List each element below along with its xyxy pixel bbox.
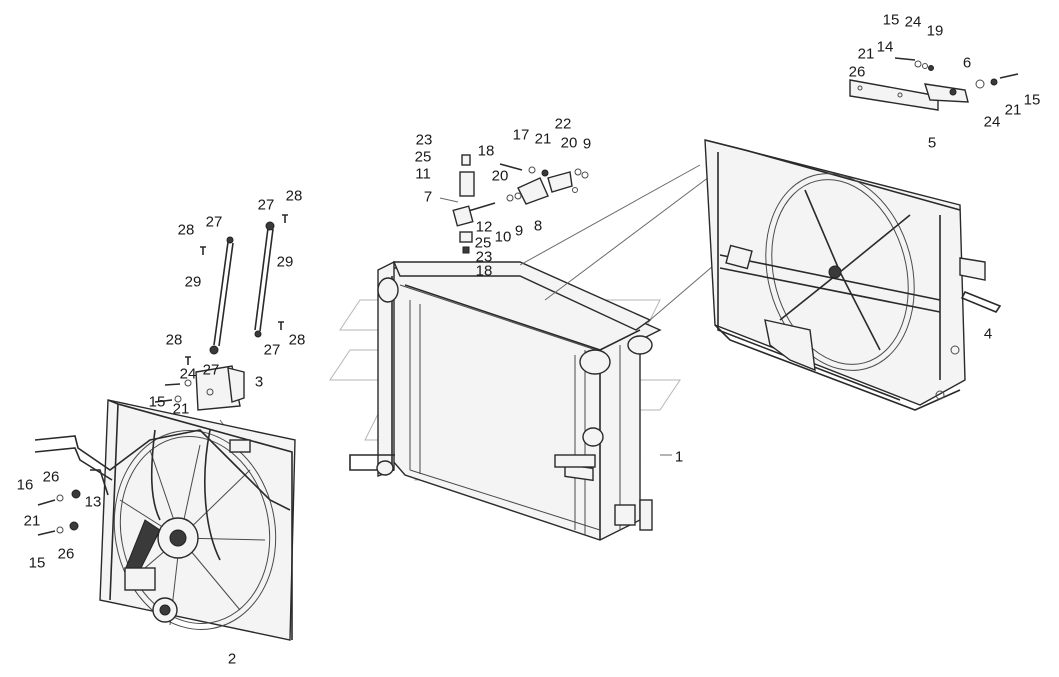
callout-22: 22 [554, 115, 572, 133]
callout-27-rod-right: 27 [257, 196, 275, 214]
callout-21-left: 21 [23, 512, 41, 530]
radiator-core [349, 260, 662, 541]
callout-25-top: 25 [414, 148, 432, 166]
callout-2: 2 [227, 650, 237, 668]
callout-29-right: 29 [276, 253, 294, 271]
callout-8: 8 [533, 217, 543, 235]
callout-20-left: 20 [491, 167, 509, 185]
callout-27-lower-right: 27 [263, 341, 281, 359]
callout-4: 4 [983, 325, 993, 343]
callout-28-lower-right: 28 [288, 331, 306, 349]
callout-15-mid: 15 [148, 393, 166, 411]
callout-7: 7 [423, 188, 433, 206]
callout-21-mid: 21 [172, 400, 190, 418]
callout-28-bracket: 28 [165, 331, 183, 349]
center-hardware [439, 154, 589, 254]
callout-26-upper-left: 26 [42, 468, 60, 486]
callout-28-rod-right: 28 [285, 187, 303, 205]
callout-12: 12 [475, 218, 493, 236]
callout-19: 19 [926, 22, 944, 40]
callout-15-left: 15 [28, 554, 46, 572]
fan-shroud [704, 139, 1002, 411]
callout-15-right: 15 [1023, 91, 1041, 109]
callout-3: 3 [254, 373, 264, 391]
callout-24-right: 24 [983, 113, 1001, 131]
callout-18-top: 18 [477, 142, 495, 160]
callout-21-center: 21 [534, 130, 552, 148]
callout-5: 5 [927, 134, 937, 152]
left-hardware [37, 489, 81, 536]
tie-rods [185, 214, 288, 365]
callout-23-top: 23 [415, 131, 433, 149]
callout-26-top: 26 [848, 63, 866, 81]
callout-13: 13 [84, 493, 102, 511]
mount-bracket [154, 365, 245, 411]
callout-28-rod-left: 28 [177, 221, 195, 239]
callout-15-top: 15 [882, 11, 900, 29]
fan-assembly [34, 399, 296, 641]
callout-6: 6 [962, 54, 972, 72]
callout-11: 11 [415, 165, 431, 183]
callout-21-top: 21 [857, 45, 875, 63]
callout-23-bottom: 23 [475, 248, 493, 266]
callout-26-lower-left: 26 [57, 545, 75, 563]
callout-27-rod-left: 27 [205, 213, 223, 231]
callout-20-right: 20 [560, 134, 578, 152]
bracket-assembly [849, 57, 1019, 111]
callout-14: 14 [876, 38, 894, 56]
callout-27-bracket: 27 [202, 361, 220, 379]
callout-24-top: 24 [904, 13, 922, 31]
callout-21-right: 21 [1004, 101, 1022, 119]
callout-16: 16 [16, 476, 34, 494]
callout-25-bottom: 25 [474, 234, 492, 252]
callout-1: 1 [674, 448, 684, 466]
callout-29-left: 29 [184, 273, 202, 291]
callout-17: 17 [512, 126, 530, 144]
callout-9-top: 9 [582, 135, 592, 153]
callout-18-bottom: 18 [475, 262, 493, 280]
callout-9-lower: 9 [514, 222, 524, 240]
callout-10: 10 [494, 228, 512, 246]
callout-24-mid: 24 [179, 365, 197, 383]
